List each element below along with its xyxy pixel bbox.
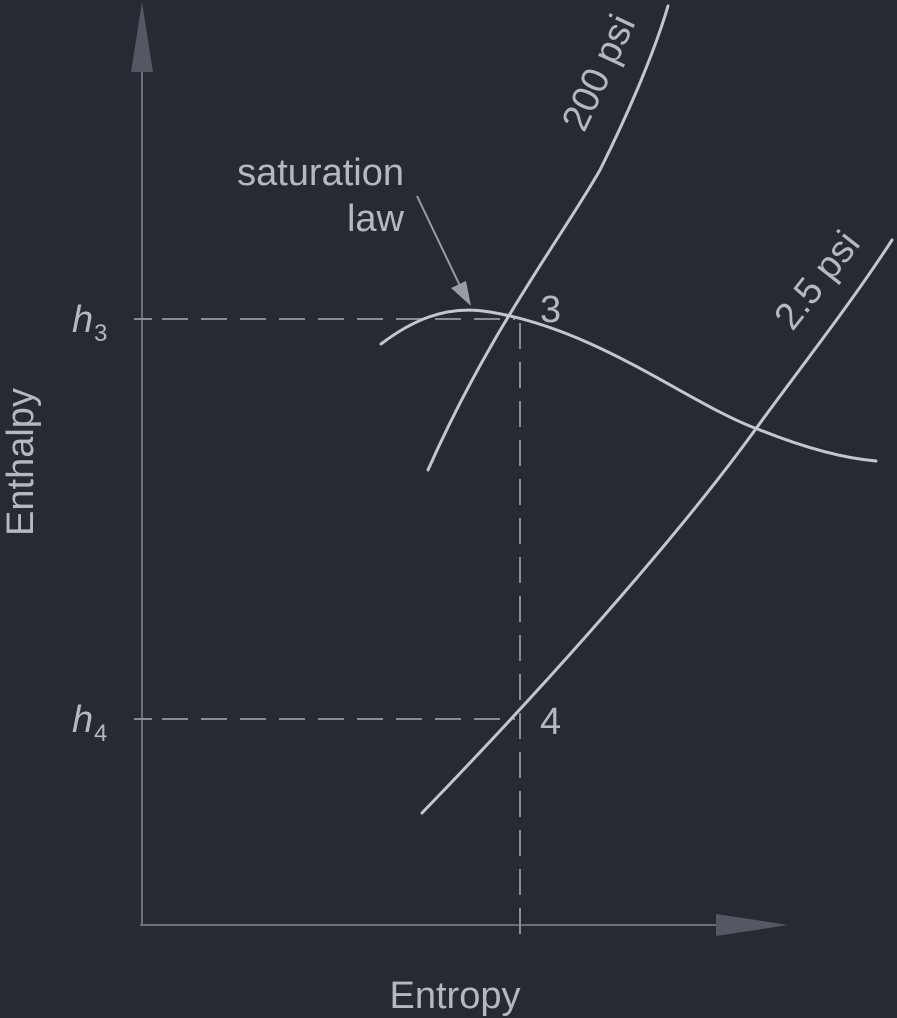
isobar-200psi-curve <box>426 4 670 472</box>
saturation-label-line1: saturation <box>237 152 404 194</box>
isobar-2-5psi-curve <box>420 238 894 815</box>
h3-label: h 3 <box>72 299 107 347</box>
h3-subscript: 3 <box>94 320 107 347</box>
x-axis-label: Entropy <box>390 975 521 1017</box>
y-axis-label: Enthalpy <box>0 388 42 536</box>
h4-subscript: 4 <box>94 720 107 747</box>
point-3-label: 3 <box>540 289 561 331</box>
isobar-200psi-label: 200 psi <box>554 9 644 138</box>
h4-symbol: h <box>72 699 93 741</box>
saturation-label-line2: law <box>347 198 405 240</box>
saturation-pointer-line <box>416 195 463 291</box>
isobar-2-5psi-label: 2.5 psi <box>767 224 869 338</box>
h3-symbol: h <box>72 299 93 341</box>
x-axis-arrowhead <box>716 914 788 936</box>
saturation-curve <box>379 308 878 463</box>
y-axis-arrowhead <box>131 2 153 72</box>
point-4-label: 4 <box>540 701 561 743</box>
saturation-pointer-arrowhead <box>451 281 471 306</box>
h4-label: h 4 <box>72 699 107 747</box>
